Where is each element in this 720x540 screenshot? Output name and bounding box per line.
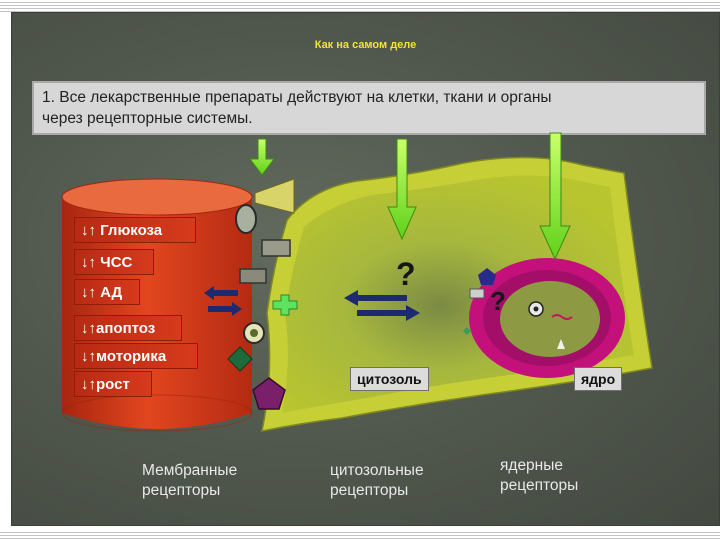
effect-heart-rate: ↓↑ ЧСС (74, 249, 154, 275)
arrow-right-membrane (208, 302, 242, 316)
funnel-receptor (254, 178, 295, 214)
cytosol-transport-arrows (344, 290, 420, 321)
slide-title: Как на самом деле (314, 39, 417, 51)
drug-arrows (249, 132, 571, 261)
caption-nuclear-line-2: рецепторы (500, 477, 579, 494)
caption-cytosol-receptors: цитозольные рецепторы (330, 461, 424, 501)
slide: Как на самом деле 1. Все лекарственные п… (12, 13, 719, 525)
receptor-diagram (61, 132, 653, 432)
pentagon-receptor (252, 377, 286, 410)
drug-arrow-membrane (249, 138, 275, 176)
caption-nuclear-line-1: ядерные (500, 457, 563, 474)
bottom-border (0, 530, 720, 540)
membrane-transport-arrows (204, 286, 242, 316)
caption-membrane-line-2: рецепторы (142, 482, 221, 499)
effect-motility: ↓↑моторика (74, 343, 198, 369)
caption-membrane-receptors: Мембранные рецепторы (142, 461, 237, 501)
diamond-small-nuclear (463, 327, 471, 335)
nucleus-interior (500, 281, 600, 357)
effect-blood-pressure: ↓↑ АД (74, 279, 140, 305)
cross-receptor (272, 294, 298, 316)
arrow-right-cytosol (357, 305, 420, 321)
question-mark-cytosol: ? (396, 256, 416, 292)
effect-apoptosis: ↓↑апоптоз (74, 315, 182, 341)
channel-receptor-1 (261, 239, 291, 257)
nucleus (469, 258, 625, 378)
top-border (0, 0, 720, 12)
oval-receptor (235, 204, 257, 234)
pentagon-receptor-nuclear (478, 268, 496, 285)
arrow-left-cytosol (344, 290, 407, 306)
gray-block-nuclear (469, 288, 485, 299)
statement-line-2: через рецепторные системы. (42, 110, 253, 127)
arrow-left-membrane (204, 286, 238, 300)
diamond-receptor (227, 346, 253, 372)
statement-line-1: 1. Все лекарственные препараты действуют… (42, 89, 552, 106)
caption-cytosol-line-1: цитозольные (330, 462, 424, 479)
caption-cytosol-line-2: рецепторы (330, 482, 409, 499)
nuclear-pore (557, 339, 565, 349)
cylinder-top (61, 178, 253, 216)
nucleus-label: ядро (574, 367, 623, 391)
statement-box: 1. Все лекарственные препараты действуют… (32, 81, 706, 135)
caption-nuclear-receptors: ядерные рецепторы (500, 456, 578, 496)
caption-membrane-line-1: Мембранные (142, 462, 238, 479)
channel-receptor-2 (239, 268, 267, 284)
drug-arrow-nuclear (539, 132, 571, 261)
dna-strand (551, 314, 573, 320)
effect-glucose: ↓↑ Глюкоза (74, 217, 196, 243)
question-mark-nucleus: ? (490, 286, 506, 316)
drug-arrow-cytosol (387, 138, 417, 241)
cytosol-label: цитозоль (350, 367, 429, 391)
effect-growth: ↓↑рост (74, 371, 152, 397)
